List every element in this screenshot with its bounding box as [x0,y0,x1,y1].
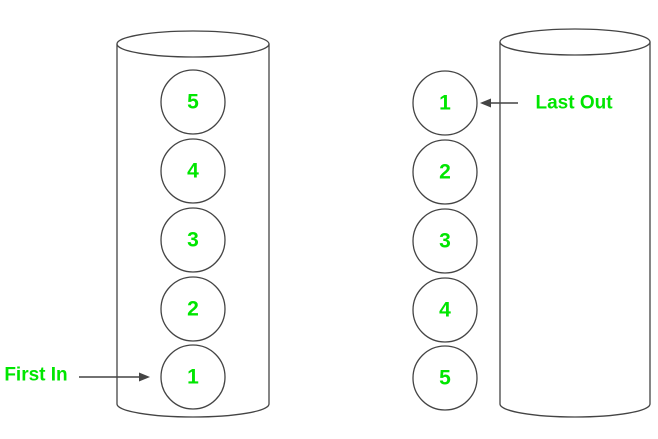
last-out-label: Last Out [535,93,613,114]
right-cylinder-body [499,42,651,418]
left-ball: 2 [160,276,226,342]
right-cylinder-top [499,28,651,56]
left-ball-number: 3 [187,229,199,252]
right-ball-number: 4 [439,299,451,322]
left-ball: 1 [160,344,226,410]
left-ball-number: 4 [187,160,199,183]
right-ball: 2 [412,139,478,205]
left-cylinder-top [116,30,270,58]
left-ball: 4 [160,138,226,204]
left-ball-stack: 5 4 3 2 1 [160,69,226,410]
right-ball-number: 3 [439,230,451,253]
left-ball: 5 [160,69,226,135]
first-in-arrow-head-icon [139,372,150,382]
right-ball: 3 [412,208,478,274]
first-in-annotation: First In [4,365,150,386]
left-ball-number: 5 [187,91,199,114]
left-ball-number: 2 [187,298,199,321]
first-in-label: First In [4,365,67,386]
left-ball: 3 [160,207,226,273]
right-ball-number: 2 [439,161,451,184]
right-ball-number: 5 [439,367,451,390]
right-ball: 4 [412,277,478,343]
last-out-arrow-head-icon [480,98,491,108]
right-ball-number: 1 [439,92,451,115]
right-ball: 5 [412,345,478,411]
right-ball: 1 [412,70,478,136]
right-cylinder [499,28,651,418]
left-ball-number: 1 [187,366,199,389]
last-out-annotation: Last Out [480,93,613,114]
right-ball-stack: 1 2 3 4 5 [412,70,478,411]
